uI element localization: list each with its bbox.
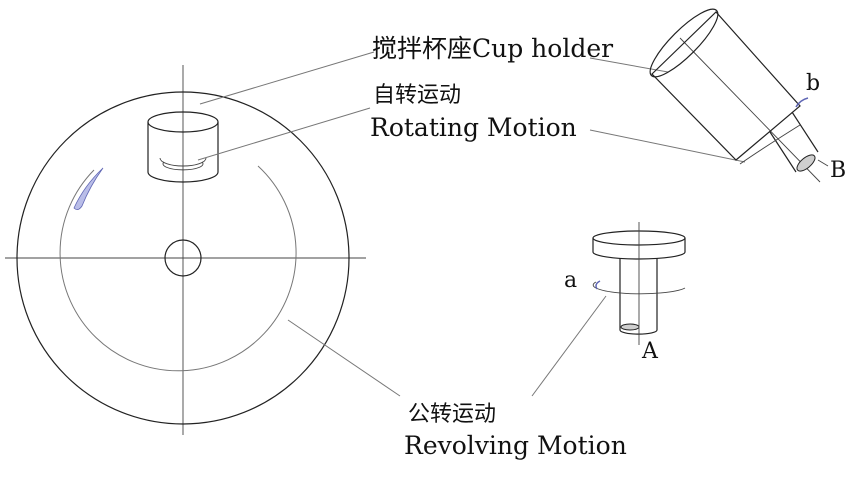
leader-revolving-left (287, 319, 401, 397)
turntable-group (5, 65, 366, 435)
leader-revolving-right (531, 295, 607, 397)
turntable-inner-track (59, 165, 297, 372)
label-rotating-cn: 自转运动 (373, 83, 461, 108)
cup-holder-group (147, 111, 219, 183)
label-B: B (830, 158, 846, 183)
spindle-a-group (592, 222, 686, 345)
label-A: A (641, 339, 659, 364)
cup-b-group (649, 8, 829, 183)
label-revolving-en: Revolving Motion (404, 431, 627, 460)
label-b: b (806, 71, 820, 96)
spindle-a-shaft-bottom (619, 329, 658, 335)
leader-lines (197, 51, 746, 397)
cup-holder-body (147, 122, 219, 183)
cup-b-shaft-right (791, 111, 819, 153)
leader-rotating (197, 107, 371, 161)
cup-b-rotation-mark (795, 97, 809, 108)
turntable-outer-circle (16, 91, 350, 425)
leader-cup-holder-right (589, 57, 669, 73)
cup-b-section (796, 154, 816, 172)
cup-b-rotation-ring (739, 124, 801, 165)
spindle-a-section (620, 323, 640, 331)
leader-cup-holder (199, 51, 375, 105)
cup-b-body (651, 11, 801, 161)
cup-b-shaft-left (769, 131, 797, 173)
cup-b-top (649, 8, 719, 78)
cup-holder-top (147, 111, 219, 133)
label-cup-holder: 搅拌杯座Cup holder (372, 34, 613, 63)
spindle-a-rotation-mark (595, 280, 601, 290)
spindle-a-rotation-ring (592, 281, 686, 295)
label-rotating-en: Rotating Motion (370, 113, 577, 142)
cup-holder-inner-ring (159, 157, 207, 167)
center-hub (164, 239, 202, 277)
cup-holder-inner-ring-2 (162, 161, 204, 171)
revolving-direction-mark (73, 167, 104, 210)
cup-b-axis (679, 37, 821, 183)
leader-B (817, 159, 829, 167)
label-a: a (564, 268, 577, 293)
label-revolving-cn: 公转运动 (408, 402, 496, 427)
leader-rotating-right (589, 129, 746, 163)
